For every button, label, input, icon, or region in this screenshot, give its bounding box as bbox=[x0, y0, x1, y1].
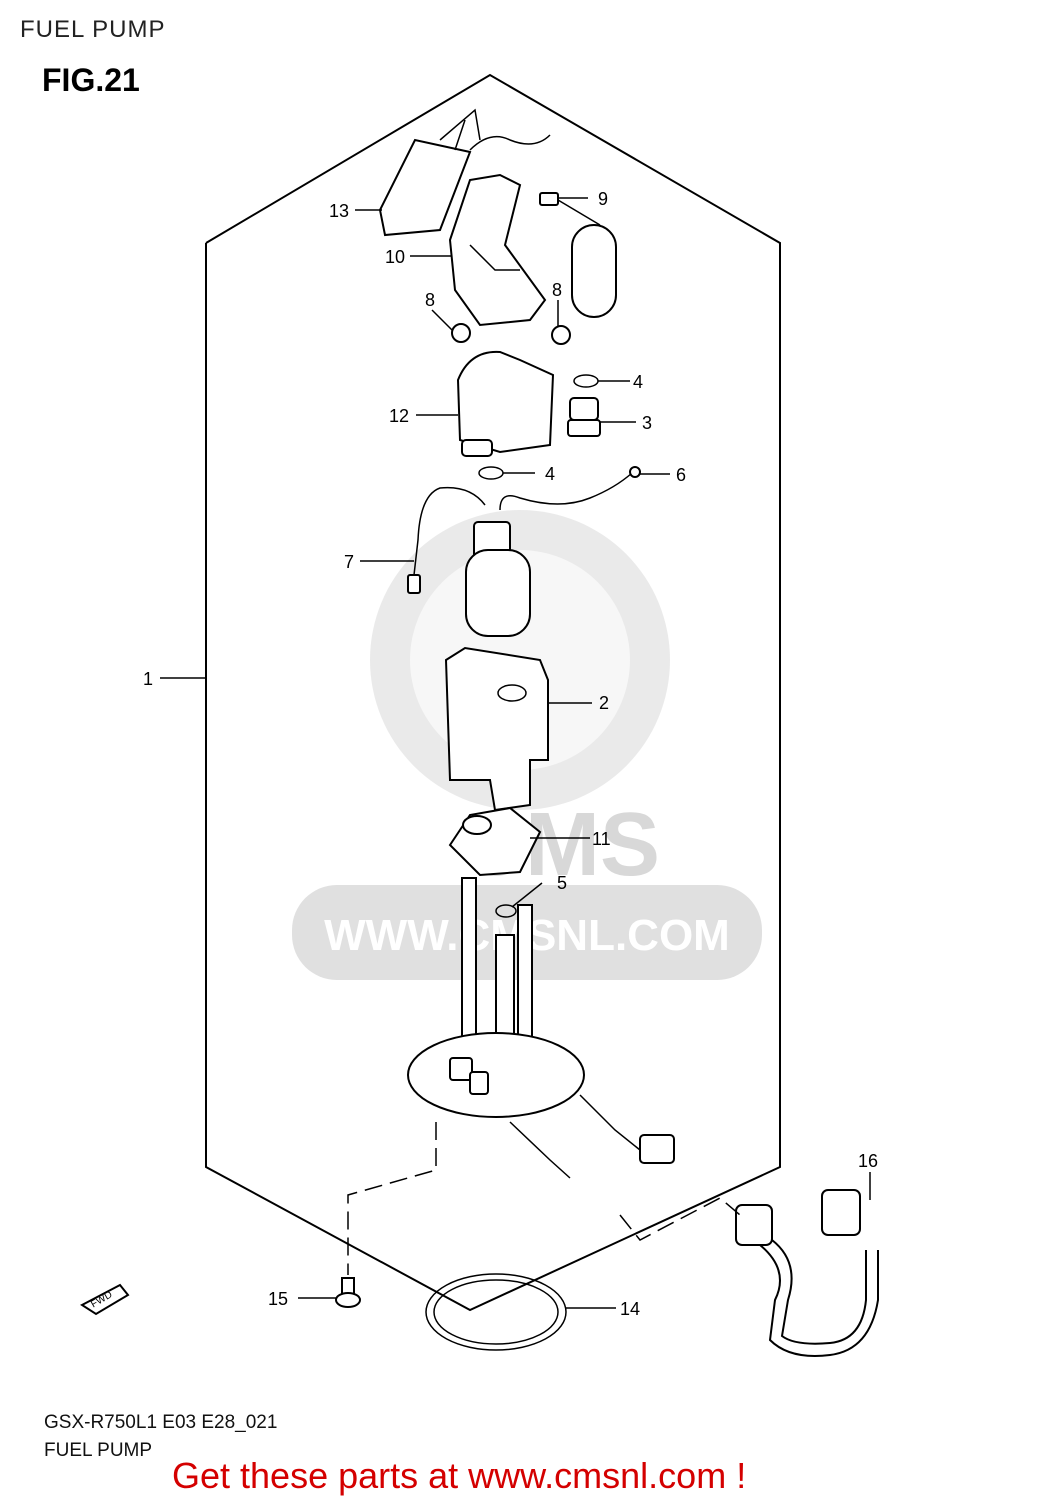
callout-4-upper: 4 bbox=[633, 372, 643, 392]
callout-2: 2 bbox=[599, 693, 609, 713]
callout-labels: 1 2 3 4 4 5 6 7 8 8 9 10 11 12 13 14 15 … bbox=[143, 189, 878, 1319]
forward-arrow-icon: FWD bbox=[80, 1283, 130, 1316]
o-ring-4b bbox=[478, 466, 504, 480]
bolt-15 bbox=[335, 1277, 361, 1308]
lead-wire-6 bbox=[499, 472, 633, 511]
leader-lines bbox=[160, 197, 871, 1309]
pump-case-2 bbox=[444, 646, 549, 812]
pressure-regulator-case-12 bbox=[456, 350, 555, 457]
callout-8-right: 8 bbox=[552, 280, 562, 300]
page-header-title: FUEL PUMP bbox=[20, 16, 166, 43]
callout-15: 15 bbox=[268, 1289, 288, 1309]
bolt-8b bbox=[551, 325, 571, 345]
gasket-14 bbox=[425, 1273, 567, 1351]
o-ring-5 bbox=[495, 904, 517, 918]
fuel-hose-16 bbox=[735, 1189, 879, 1357]
footer-section-name: FUEL PUMP bbox=[44, 1440, 153, 1461]
callout-11: 11 bbox=[592, 829, 611, 849]
fuel-pressure-regulator-3 bbox=[567, 397, 601, 437]
model-code: GSX-R750L1 E03 E28_021 bbox=[44, 1412, 278, 1433]
figure-number: FIG.21 bbox=[42, 62, 140, 98]
o-ring-4a bbox=[573, 374, 599, 388]
stay-10 bbox=[448, 173, 547, 327]
cta-link[interactable]: Get these parts at www.cmsnl.com ! bbox=[172, 1455, 747, 1496]
fuel-level-float-9 bbox=[539, 192, 617, 318]
callout-3: 3 bbox=[642, 413, 652, 433]
callout-6: 6 bbox=[676, 465, 686, 485]
callout-7: 7 bbox=[344, 552, 354, 572]
callout-4-lower: 4 bbox=[545, 464, 555, 484]
fuel-pump-body bbox=[465, 521, 531, 637]
callout-9: 9 bbox=[598, 189, 608, 209]
assembly-outline bbox=[205, 73, 781, 1312]
pump-plate-assembly bbox=[407, 877, 675, 1179]
fuel-filter-11 bbox=[448, 806, 542, 877]
callout-5: 5 bbox=[557, 873, 567, 893]
harness-bracket-13 bbox=[378, 108, 551, 237]
callout-14: 14 bbox=[620, 1299, 640, 1319]
lead-wire-7 bbox=[413, 486, 486, 576]
callout-16: 16 bbox=[858, 1151, 878, 1171]
callout-10: 10 bbox=[385, 247, 405, 267]
callout-12: 12 bbox=[389, 406, 409, 426]
callout-1: 1 bbox=[143, 669, 153, 689]
bolt-8a bbox=[451, 323, 471, 343]
callout-8-left: 8 bbox=[425, 290, 435, 310]
callout-13: 13 bbox=[329, 201, 349, 221]
